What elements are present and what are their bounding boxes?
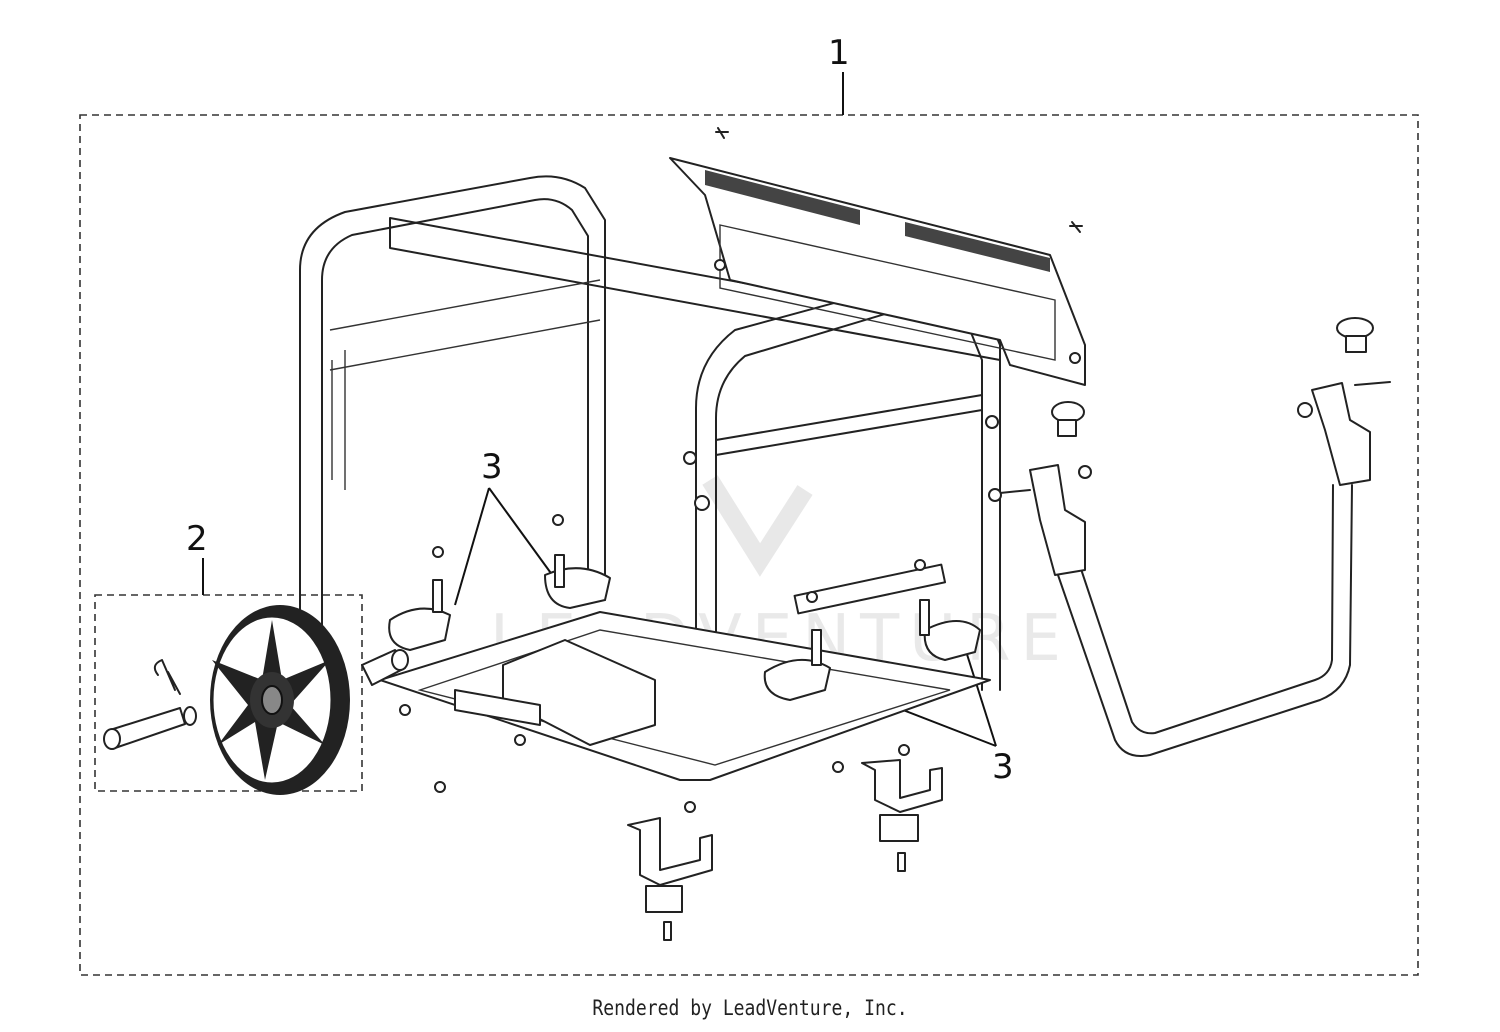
callout-3-upper-leader-b: [488, 487, 554, 577]
foot-bracket-right: [832, 744, 943, 872]
footer-credit: Rendered by LeadVenture, Inc.: [592, 996, 908, 1020]
wheel: [210, 605, 350, 795]
callout-2: 2: [186, 519, 208, 559]
cap-knob-center: [1051, 401, 1085, 437]
callout-3-lower: 3: [992, 747, 1014, 787]
callout-3-lower-leader-b: [964, 647, 997, 747]
panel-screw-icon: [715, 127, 729, 139]
callout-1: 1: [828, 33, 850, 73]
cap-knob-right: [1336, 317, 1374, 353]
mount-upper-right: [544, 514, 611, 609]
mount-upper-left: [388, 546, 451, 651]
mount-lower-right: [914, 559, 981, 661]
frame-assembly-boundary: [79, 114, 1419, 976]
cotter-pin-icon: [153, 659, 181, 695]
wheel-axle-stub: [361, 649, 409, 686]
hardware-nuts: [399, 704, 526, 793]
axle-pin: [103, 659, 197, 750]
control-panel: [669, 127, 1086, 386]
panel-screw-icon-2: [1069, 221, 1083, 233]
mount-lower-left: [763, 591, 831, 701]
wheel-kit-boundary: [94, 594, 363, 792]
handle-assembly: [988, 381, 1391, 757]
foot-bracket-left: [627, 801, 713, 941]
callout-3-upper: 3: [481, 447, 503, 487]
callout-3-upper-leader-a: [454, 487, 490, 606]
base-plate: [379, 563, 991, 781]
